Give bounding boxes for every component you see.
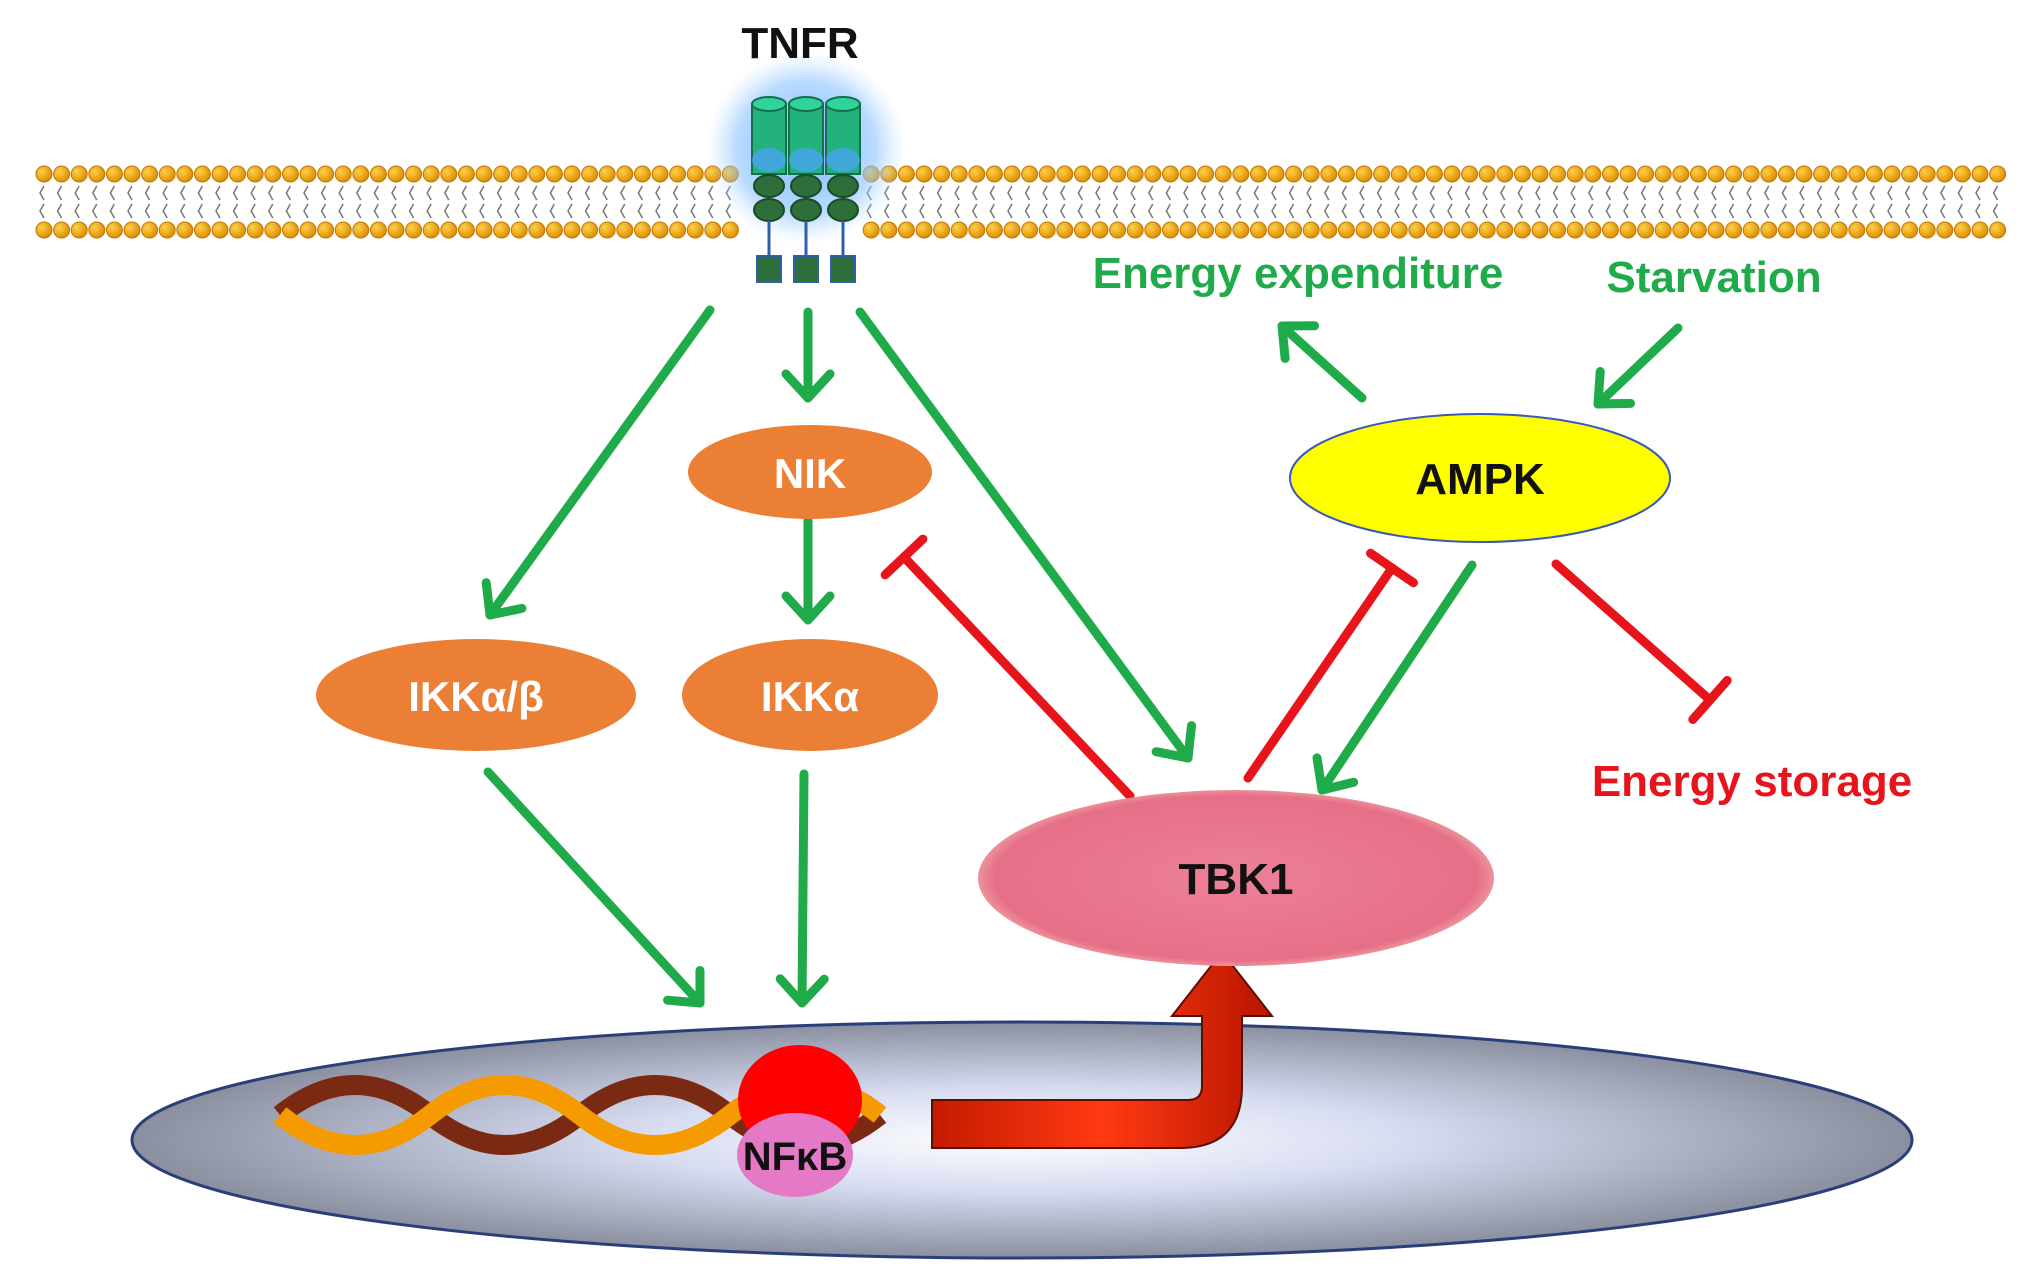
ikk-a-label: IKKα bbox=[761, 673, 859, 720]
inhibition-arrows bbox=[880, 534, 1732, 801]
arrow-ampk-to-tbk1 bbox=[1312, 560, 1477, 795]
nfkb-complex: NFκB bbox=[737, 1045, 862, 1197]
receptor-helix-1 bbox=[751, 96, 787, 283]
inhibit-ampk-to-energy-storage bbox=[1551, 559, 1732, 724]
receptor-helix-3 bbox=[825, 96, 861, 283]
ikk-ab-node: IKKα/β bbox=[316, 639, 636, 751]
arrow-starvation-to-ampk bbox=[1593, 323, 1683, 409]
starvation-label: Starvation bbox=[1606, 253, 1821, 302]
tbk1-node: TBK1 bbox=[978, 790, 1494, 966]
inhibit-tbk1-to-nik bbox=[880, 534, 1135, 801]
energy-storage-label: Energy storage bbox=[1592, 757, 1912, 806]
arrow-ikka-to-nucleus bbox=[775, 769, 829, 1008]
ampk-node: AMPK bbox=[1289, 413, 1671, 543]
ampk-label: AMPK bbox=[1415, 455, 1545, 504]
nfkb-node bbox=[737, 1113, 853, 1197]
arrow-tnfr-to-tbk1 bbox=[855, 307, 1197, 763]
nik-node: NIK bbox=[688, 425, 932, 519]
ikk-ab-label: IKKα/β bbox=[408, 673, 543, 720]
arrow-tnfr-to-ikkab bbox=[481, 305, 715, 620]
activation-arrows bbox=[481, 305, 1683, 1008]
nik-label: NIK bbox=[774, 450, 846, 497]
tbk1-label: TBK1 bbox=[1179, 855, 1294, 904]
arrow-ikkab-to-nucleus bbox=[483, 767, 705, 1008]
receptor-helix-2 bbox=[788, 96, 824, 283]
tnfr-receptor bbox=[706, 52, 906, 283]
nfkb-label: NFκB bbox=[743, 1135, 848, 1179]
cell-membrane bbox=[35, 165, 2007, 239]
tnfr-label: TNFR bbox=[741, 19, 858, 68]
inhibit-tbk1-to-ampk bbox=[1243, 548, 1418, 783]
transcription-arrow bbox=[931, 950, 1275, 1149]
energy-expenditure-label: Energy expenditure bbox=[1093, 249, 1504, 298]
arrow-ampk-to-energy-expenditure bbox=[1277, 321, 1367, 403]
ikk-a-node: IKKα bbox=[682, 639, 938, 751]
